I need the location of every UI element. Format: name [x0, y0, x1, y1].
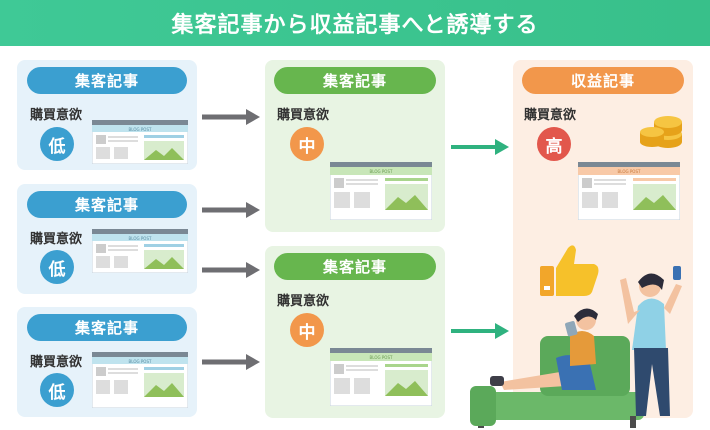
right-card-title: 収益記事 — [522, 67, 684, 94]
blog-thumb-left-1: BLOG POST — [92, 120, 188, 164]
arrow-left-2-to-mid2 — [202, 262, 260, 278]
left-card-3-title: 集客記事 — [27, 314, 187, 341]
mid-card-1-label: 購買意欲 — [277, 108, 330, 123]
blog-thumb-mid-2: BLOG POST — [330, 348, 432, 406]
blog-thumb-left-2: BLOG POST — [92, 229, 188, 273]
page-title: 集客記事から収益記事へと誘導する — [171, 13, 539, 38]
blog-thumb-text: BLOG POST — [618, 169, 641, 174]
left-card-2-level: 低 — [40, 250, 74, 284]
mid-card-1-level: 中 — [290, 127, 324, 161]
mid-card-2-level: 中 — [290, 313, 324, 347]
blog-thumb-text: BLOG POST — [370, 169, 393, 174]
mid-card-1-title: 集客記事 — [274, 67, 436, 94]
blog-thumb-text: BLOG POST — [129, 127, 152, 132]
left-card-3-level: 低 — [40, 373, 74, 407]
person-on-sofa-illustration — [470, 266, 682, 428]
right-card-label: 購買意欲 — [524, 108, 577, 123]
left-card-3-label: 購買意欲 — [30, 355, 83, 370]
blog-thumb-text: BLOG POST — [129, 359, 152, 364]
blog-thumb-mid-1: BLOG POST — [330, 162, 432, 220]
left-card-1-title: 集客記事 — [27, 67, 187, 94]
left-card-1-label: 購買意欲 — [30, 108, 83, 123]
left-card-2-label: 購買意欲 — [30, 232, 83, 247]
arrow-left-3-to-mid2 — [202, 354, 260, 370]
mid-card-2-title: 集客記事 — [274, 253, 436, 280]
blog-thumb-text: BLOG POST — [129, 236, 152, 241]
arrow-left-1-to-mid — [202, 109, 260, 125]
arrow-left-2-to-mid — [202, 202, 260, 218]
blog-thumb-left-3: BLOG POST — [92, 352, 188, 408]
coins-icon — [640, 116, 682, 148]
arrow-mid-2-to-right — [451, 323, 509, 339]
title-banner: 集客記事から収益記事へと誘導する — [0, 0, 710, 46]
mid-card-2-label: 購買意欲 — [277, 294, 330, 309]
right-card-level: 高 — [537, 127, 571, 161]
blog-thumb-text: BLOG POST — [370, 355, 393, 360]
left-card-1-level: 低 — [40, 127, 74, 161]
arrow-mid-1-to-right — [451, 139, 509, 155]
blog-thumb-right: BLOG POST — [578, 162, 680, 220]
left-card-2-title: 集客記事 — [27, 191, 187, 218]
thumbs-up-icon — [540, 245, 599, 296]
